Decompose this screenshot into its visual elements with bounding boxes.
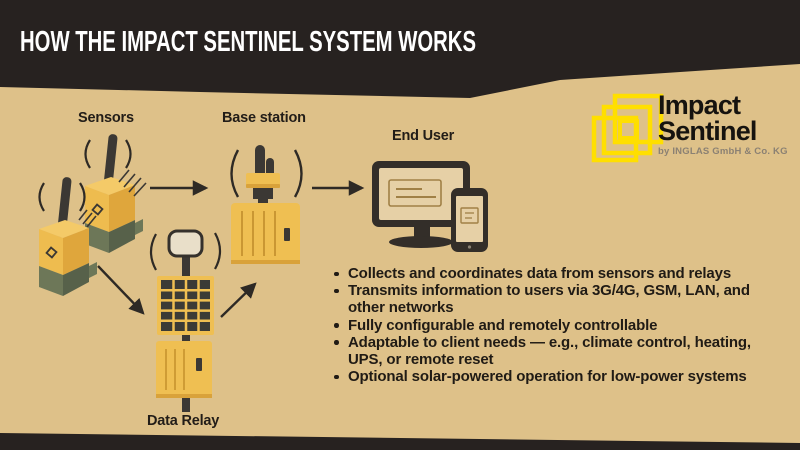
radio-wave-icon [125, 139, 132, 169]
logo-text-block: Impact Sentinel by INGLAS GmbH & Co. KG [658, 90, 788, 158]
feature-item: Transmits information to users via 3G/4G… [331, 282, 775, 316]
handle-icon [284, 228, 290, 241]
feature-list: Collects and coordinates data from senso… [331, 265, 775, 385]
flow-arrows [97, 180, 365, 318]
feature-text: Transmits information to users via 3G/4G… [348, 282, 750, 317]
sensors-label: Sensors [78, 110, 134, 126]
bullet-dot [334, 288, 339, 294]
header-band [0, 0, 800, 98]
feature-text: Adaptable to client needs — e.g., climat… [348, 333, 751, 369]
radio-wave-icon [84, 139, 91, 169]
end-user-devices [372, 161, 488, 252]
feature-text: Collects and coordinates data from senso… [348, 265, 732, 282]
bullet-dot [334, 323, 339, 328]
feature-item: Collects and coordinates data from senso… [331, 265, 775, 282]
sensor-logo-glyph [45, 246, 58, 259]
footer-band [0, 433, 800, 450]
radio-wave-icon [79, 182, 86, 212]
bullet-dot [334, 340, 339, 345]
sensor-device-1 [84, 134, 143, 253]
radio-wave-icon [149, 233, 157, 271]
relay-antenna-head [167, 229, 204, 258]
feature-item: Fully configurable and remotely controll… [331, 317, 775, 334]
impact-sentinel-logo-icon [591, 93, 664, 163]
sensor-logo-glyph [91, 203, 104, 216]
signal-hatch-icon [78, 209, 97, 228]
radio-wave-icon [293, 149, 303, 198]
feature-text: Optional solar-powered operation for low… [348, 368, 747, 386]
cabinet [231, 203, 300, 264]
arrow-sensors-to-relay [97, 265, 145, 315]
feature-text: Fully configurable and remotely controll… [348, 316, 658, 334]
logo-name-line2: Sentinel [658, 116, 757, 146]
feature-item: Adaptable to client needs — e.g., climat… [331, 334, 775, 368]
logo-byline: by INGLAS GmbH & Co. KG [658, 146, 788, 157]
bullet-dot [334, 271, 339, 276]
antenna-icon [255, 145, 265, 178]
arrow-relay-to-base [220, 282, 257, 318]
bullet-dot [334, 374, 339, 380]
radio-wave-icon [230, 149, 240, 198]
base-station-label: Base station [222, 110, 306, 126]
base-station-device [230, 145, 303, 264]
feature-item: Optional solar-powered operation for low… [331, 368, 775, 385]
end-user-label: End User [392, 128, 455, 144]
data-relay-label: Data Relay [147, 413, 220, 429]
signal-hatch-icon [118, 169, 147, 197]
radio-wave-icon [214, 232, 222, 270]
radio-wave-icon [38, 182, 45, 212]
handle-icon [196, 358, 202, 371]
logo-name-line1: Impact [658, 90, 741, 120]
data-relay-device [149, 229, 222, 412]
page-title: HOW THE IMPACT SENTINEL SYSTEM WORKS [20, 26, 477, 58]
sensor-device-2 [38, 177, 97, 296]
